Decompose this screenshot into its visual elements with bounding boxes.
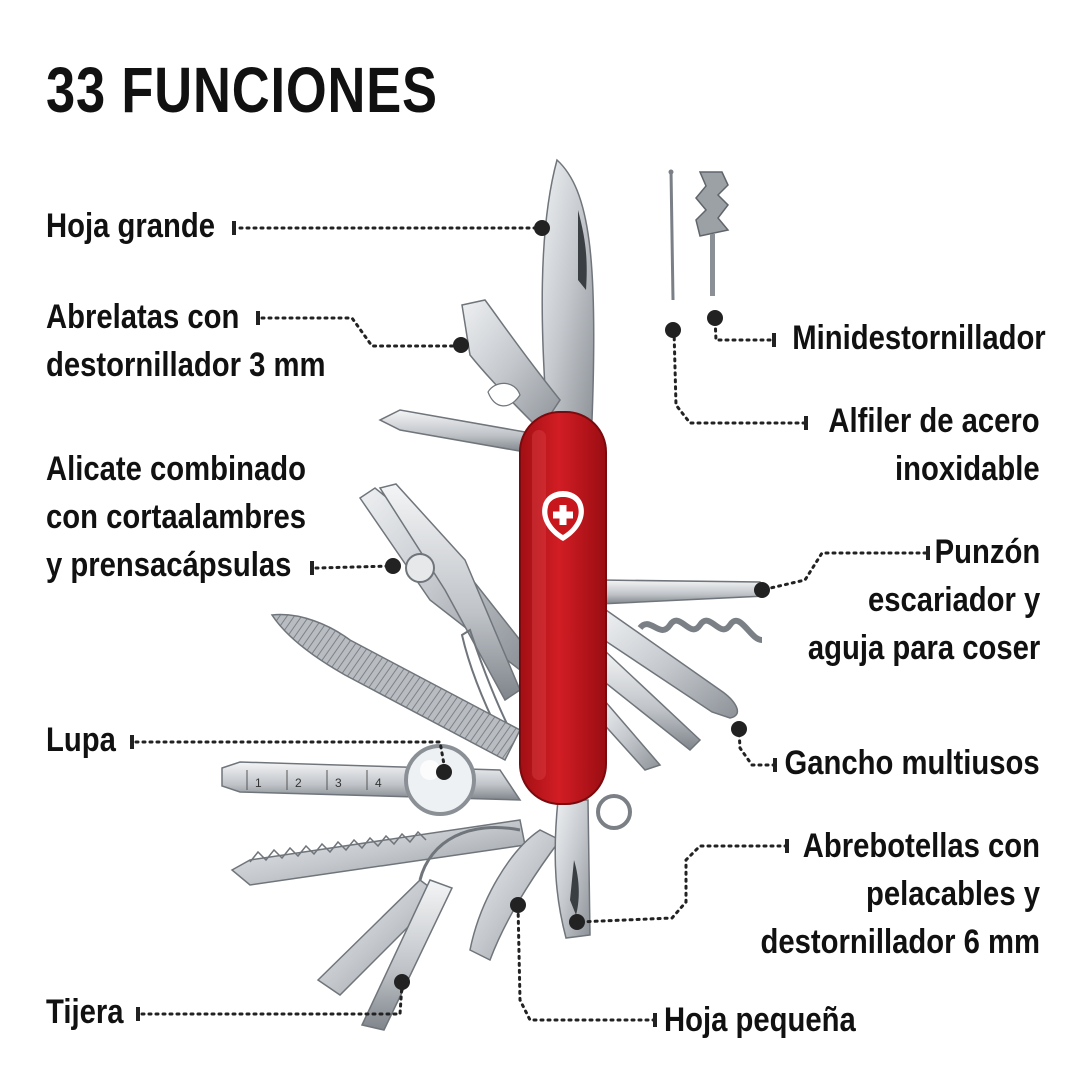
reamer [599,579,767,605]
bottle-opener [554,799,591,939]
steel-pin [669,169,675,301]
small-blade [469,829,562,962]
ruler-mark: 3 [335,776,342,790]
label-gancho: Gancho multiusos [785,739,1040,787]
label-line: Abrebotellas con [802,827,1040,865]
label-line: inoxidable [895,450,1040,488]
leader-dots [385,220,770,990]
label-line: Gancho multiusos [784,744,1040,782]
ruler-mark: 4 [375,776,382,790]
label-lupa: Lupa [46,716,116,764]
multipurpose-hook [603,608,739,719]
label-line: Hoja pequeña [664,1001,856,1039]
label-line: destornillador 6 mm [760,923,1040,961]
label-line: aguja para coser [807,629,1040,667]
label-line: escariador y [867,581,1040,619]
label-line: con cortaalambres [46,498,307,536]
mini-screwdriver [695,171,730,296]
keyring [596,794,632,830]
label-line: Alicate combinado [46,450,306,488]
label-alfiler: Alfiler de acero inoxidable [829,397,1040,493]
phillips-screwdriver [378,409,526,453]
ruler-mark: 1 [255,776,262,790]
label-abrebotellas: Abrebotellas con pelacables y destornill… [761,822,1040,966]
wood-saw [230,819,526,886]
page-title: 33 FUNCIONES [46,54,438,126]
label-line: Hoja grande [46,207,215,245]
label-hoja-pequena: Hoja pequeña [664,996,856,1044]
label-alicate: Alicate combinado con cortaalambres y pr… [46,445,306,589]
label-line: Lupa [46,721,116,759]
label-line: Minidestornillador [792,319,1046,357]
can-opener [461,299,561,432]
label-line: pelacables y [866,875,1040,913]
label-line: y prensacápsulas [46,546,292,584]
leader-ticks [130,221,930,1027]
corkscrew [637,617,763,643]
label-line: Tijera [46,993,124,1031]
label-punzon: Punzón escariador y aguja para coser [808,528,1040,672]
label-line: Abrelatas con [46,298,240,336]
label-line: Alfiler de acero [828,402,1040,440]
label-minidestornillador: Minidestornillador [793,314,1046,362]
red-handle [519,411,607,805]
label-line: Punzón [934,533,1040,571]
ruler-mark: 2 [295,776,302,790]
label-abrelatas: Abrelatas con destornillador 3 mm [46,293,325,389]
label-hoja-grande: Hoja grande [46,202,215,250]
label-tijera: Tijera [46,988,123,1036]
nail-file [270,613,521,762]
swiss-cross-logo [542,491,584,541]
label-line: destornillador 3 mm [46,346,326,384]
magnifier [404,744,476,816]
